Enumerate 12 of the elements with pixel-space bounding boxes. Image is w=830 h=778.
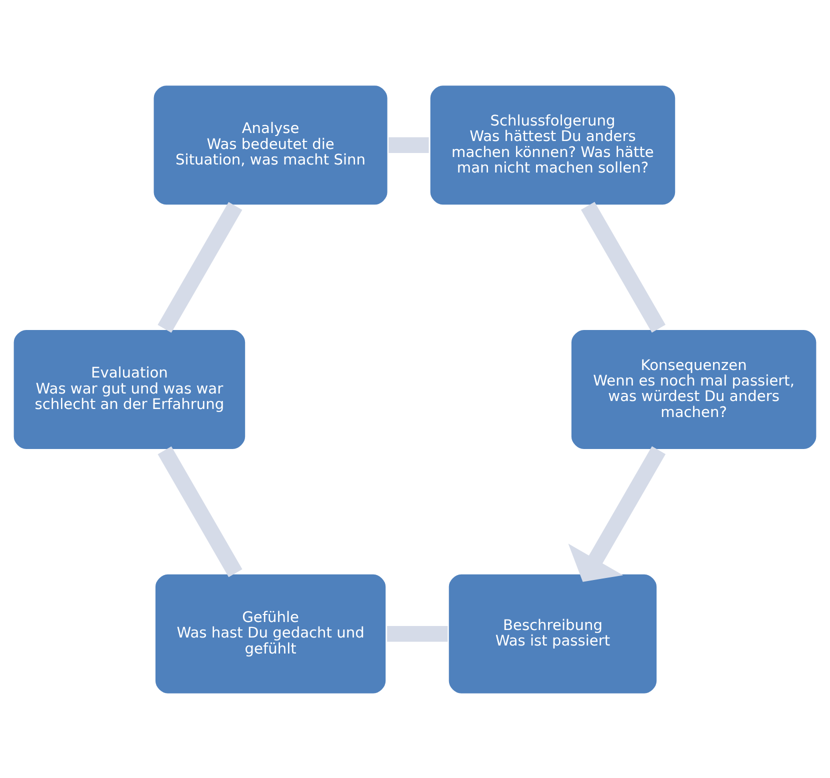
connector	[158, 446, 242, 577]
connector	[580, 201, 666, 332]
connector	[388, 136, 429, 152]
node-box: Beschreibung Was ist passiert	[446, 572, 659, 696]
node-box: Analyse Was bedeutet die Situation, was macht Sinn	[152, 82, 390, 206]
node-box: Gefühle Was hast Du gedacht und gefühlt	[153, 572, 388, 696]
node-box: Evaluation Was war gut und was war schlecht an der Erfahrung	[12, 327, 248, 451]
arrow	[568, 446, 666, 582]
connector	[387, 626, 448, 642]
node-box: Schlussfolgerung Was hättest Du anders machen können? Was hätte man nicht machen sollen?	[428, 82, 678, 206]
connector	[158, 202, 242, 332]
node-box: Konsequenzen Wenn es noch mal passiert, was würdest Du anders machen?	[569, 327, 818, 451]
